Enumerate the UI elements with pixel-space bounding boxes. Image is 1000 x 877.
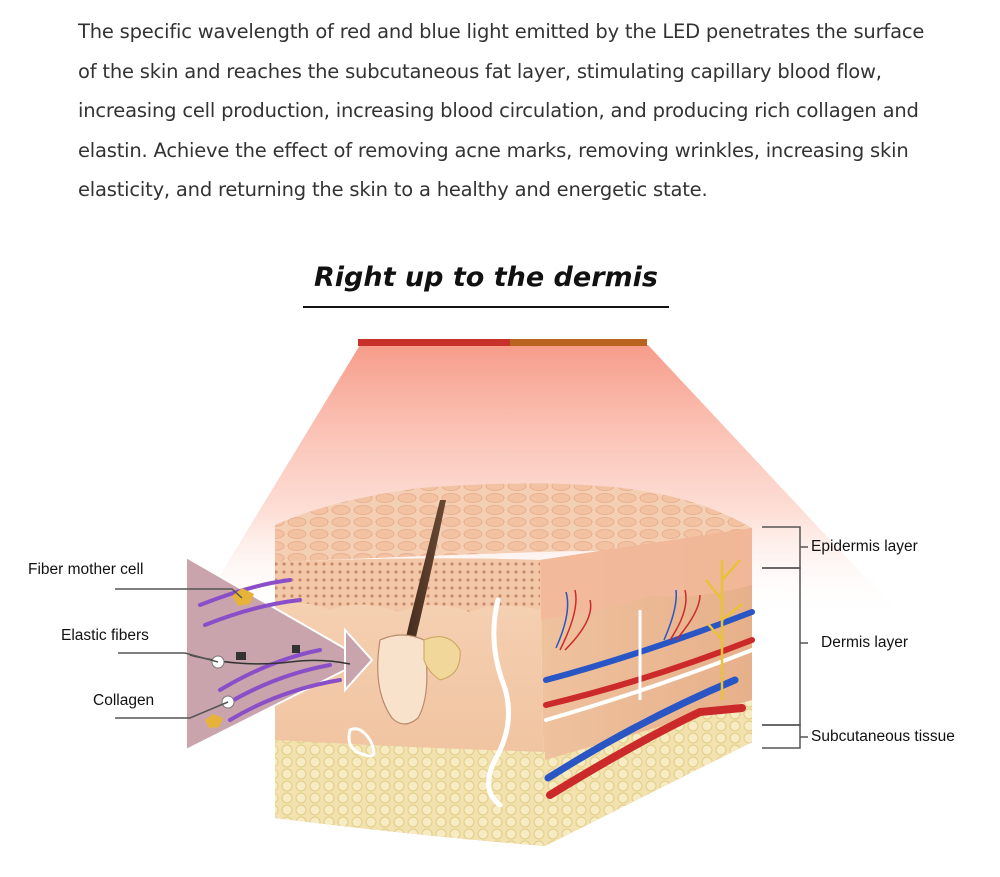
bracket-subcutaneous: [762, 725, 808, 748]
label-elastic-fibers: Elastic fibers: [61, 627, 149, 645]
front-fat: [275, 740, 545, 846]
label-dermis-layer: Dermis layer: [821, 634, 908, 652]
label-collagen: Collagen: [93, 692, 154, 710]
led-bar-orange: [510, 339, 647, 346]
label-fiber-mother-cell: Fiber mother cell: [28, 561, 143, 579]
fiber-clamp: [236, 652, 246, 660]
label-subcutaneous-tissue: Subcutaneous tissue: [811, 728, 955, 746]
label-epidermis-layer: Epidermis layer: [811, 538, 918, 556]
fiber-clamp: [292, 645, 300, 653]
front-epidermis: [275, 558, 540, 612]
led-bar-red: [358, 339, 510, 346]
